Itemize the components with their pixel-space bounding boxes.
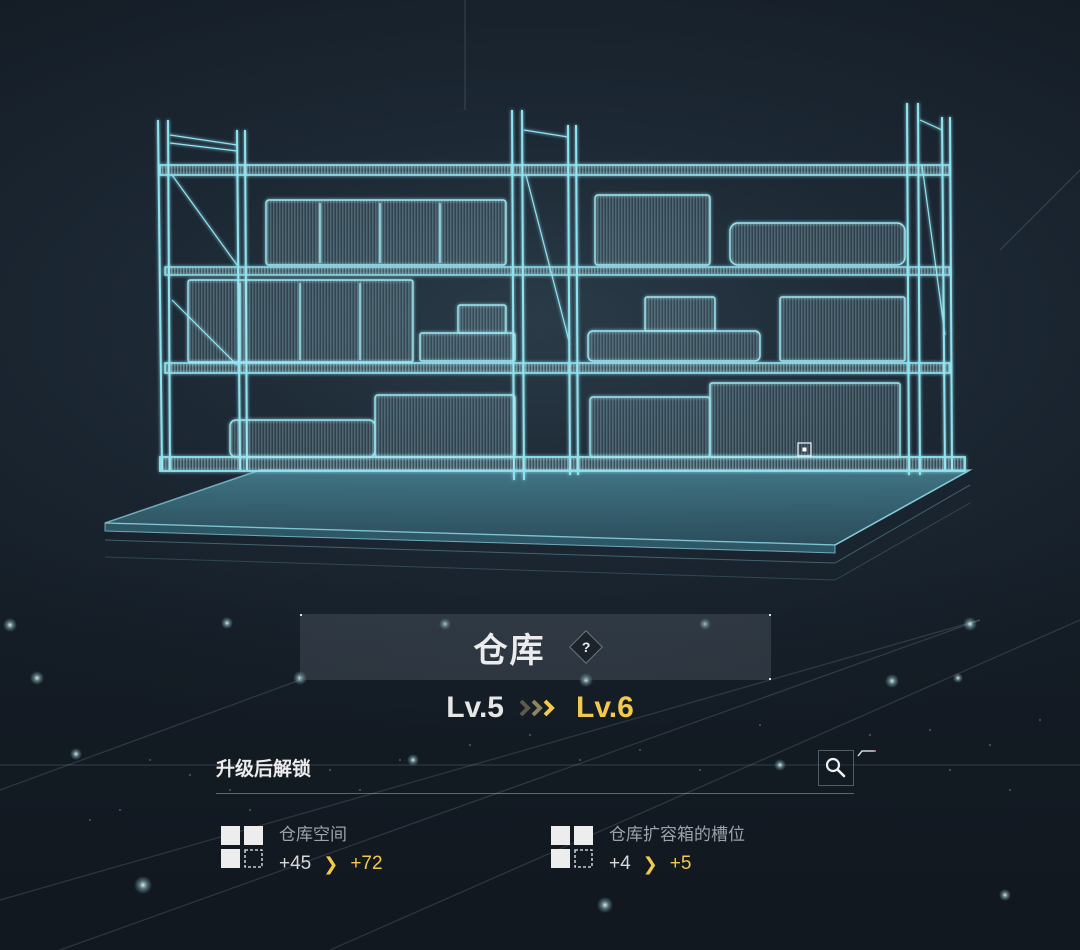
next-level: Lv.6 bbox=[576, 691, 634, 724]
section-divider bbox=[216, 793, 854, 794]
glitch-accent bbox=[857, 750, 876, 757]
help-button[interactable]: ? bbox=[568, 630, 603, 664]
unlock-value-to: +72 bbox=[350, 853, 383, 874]
facility-title-panel: 仓库 ? bbox=[300, 614, 771, 680]
question-diamond-icon: ? bbox=[581, 639, 590, 655]
unlock-item: 仓库空间 +45 ❯ +72 bbox=[221, 820, 383, 875]
unlock-value-from: +4 bbox=[609, 853, 631, 874]
unlock-value-to: +5 bbox=[669, 853, 692, 874]
chevron-right-icon: ❯ bbox=[323, 853, 339, 874]
magnifier-icon bbox=[825, 757, 846, 778]
warehouse-shelf-hologram bbox=[104, 102, 973, 581]
level-upgrade-row: Lv.5 Lv.6 bbox=[0, 688, 1080, 728]
square-marker-icon bbox=[797, 442, 812, 457]
current-level: Lv.5 bbox=[446, 691, 504, 724]
storage-grid-icon bbox=[221, 826, 263, 868]
unlock-item: 仓库扩容箱的槽位 +4 ❯ +5 bbox=[551, 820, 745, 875]
storage-grid-icon bbox=[551, 826, 593, 868]
inspect-button[interactable] bbox=[818, 750, 854, 786]
unlock-value-from: +45 bbox=[279, 853, 312, 874]
unlock-item-label: 仓库空间 bbox=[279, 825, 347, 844]
platform bbox=[104, 469, 973, 581]
unlock-section-title: 升级后解锁 bbox=[216, 759, 312, 780]
facility-name: 仓库 bbox=[473, 631, 546, 670]
chevron-right-icon: ❯ bbox=[642, 853, 658, 874]
unlock-item-label: 仓库扩容箱的槽位 bbox=[609, 825, 745, 844]
triple-chevron-right-icon bbox=[518, 696, 562, 720]
